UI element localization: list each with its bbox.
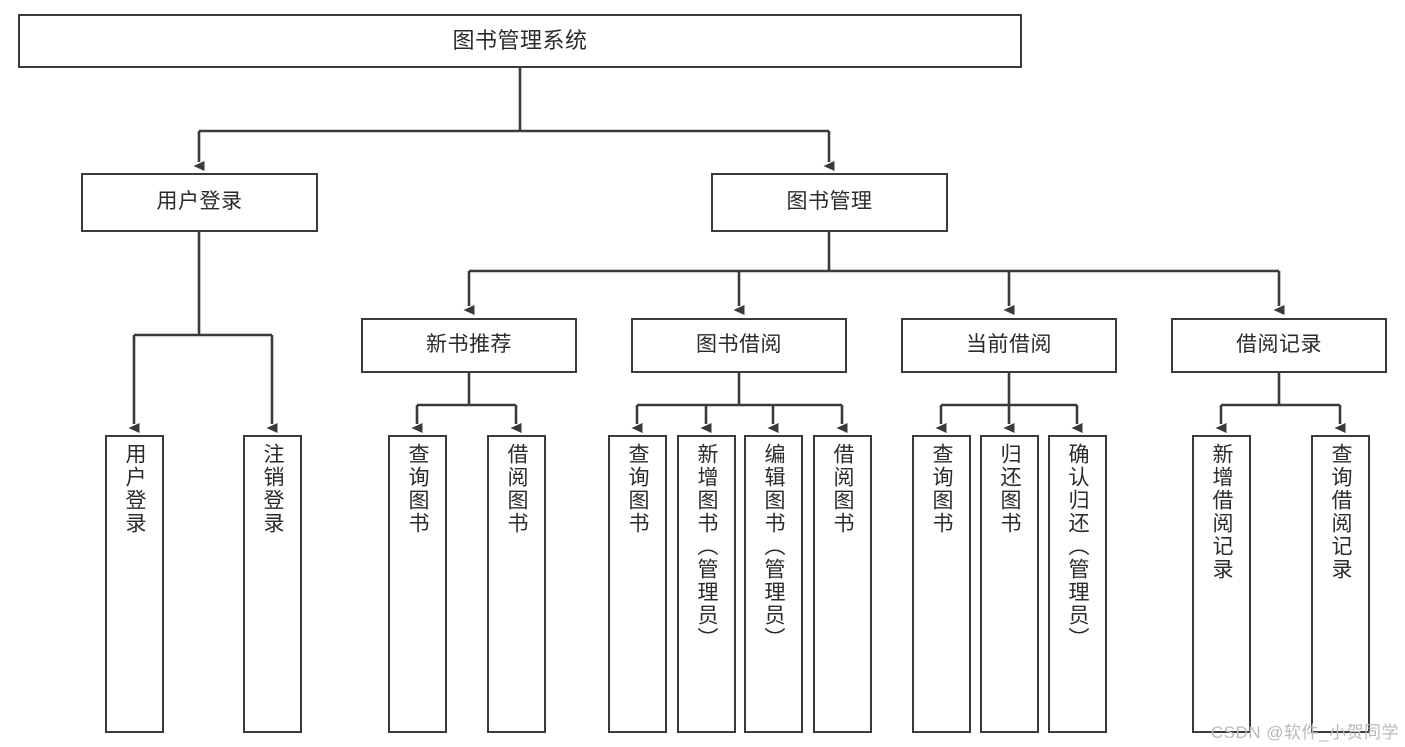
node-label: 查询图书	[930, 443, 953, 535]
leaf-return-book[interactable]: 归还图书	[980, 435, 1039, 733]
leaf-add-book[interactable]: 新增图书（管理员）	[677, 435, 736, 733]
node-current-borrow[interactable]: 当前借阅	[901, 318, 1117, 373]
node-borrow-record[interactable]: 借阅记录	[1171, 318, 1387, 373]
node-label: 图书管理系统	[452, 28, 588, 54]
leaf-user-login[interactable]: 用户登录	[105, 435, 164, 733]
leaf-query-book-borrow[interactable]: 查询图书	[608, 435, 667, 733]
node-label: 归还图书	[998, 443, 1021, 535]
node-label: 新增图书（管理员）	[695, 443, 718, 650]
node-root-system[interactable]: 图书管理系统	[18, 14, 1022, 68]
node-label: 用户登录	[156, 190, 243, 214]
leaf-query-borrow-record[interactable]: 查询借阅记录	[1311, 435, 1370, 733]
node-label: 图书管理	[786, 190, 873, 214]
leaf-confirm-return[interactable]: 确认归还（管理员）	[1048, 435, 1107, 733]
node-label: 用户登录	[123, 443, 146, 535]
watermark-text: CSDN @软件_小贺同学	[1210, 723, 1399, 742]
node-label: 注销登录	[261, 443, 284, 535]
node-label: 借阅图书	[831, 443, 854, 535]
node-label: 新增借阅记录	[1210, 443, 1233, 581]
leaf-add-borrow-record[interactable]: 新增借阅记录	[1192, 435, 1251, 733]
node-label: 编辑图书（管理员）	[762, 443, 785, 650]
leaf-edit-book[interactable]: 编辑图书（管理员）	[744, 435, 803, 733]
leaf-borrow-book[interactable]: 借阅图书	[813, 435, 872, 733]
node-label: 确认归还（管理员）	[1066, 443, 1089, 650]
leaf-query-book-current[interactable]: 查询图书	[912, 435, 971, 733]
node-label: 当前借阅	[966, 333, 1052, 357]
node-label: 查询图书	[406, 443, 429, 535]
node-user-login[interactable]: 用户登录	[81, 173, 318, 232]
leaf-query-book-new-recommend[interactable]: 查询图书	[388, 435, 447, 733]
node-label: 新书推荐	[426, 333, 512, 357]
node-book-borrow[interactable]: 图书借阅	[631, 318, 847, 373]
node-book-manage[interactable]: 图书管理	[711, 173, 948, 232]
node-new-book-recommend[interactable]: 新书推荐	[361, 318, 577, 373]
node-label: 图书借阅	[696, 333, 782, 357]
leaf-borrow-book-new-recommend[interactable]: 借阅图书	[487, 435, 546, 733]
node-label: 借阅记录	[1236, 333, 1322, 357]
node-label: 查询借阅记录	[1329, 443, 1352, 581]
leaf-logout-login[interactable]: 注销登录	[243, 435, 302, 733]
node-label: 查询图书	[626, 443, 649, 535]
node-label: 借阅图书	[505, 443, 528, 535]
